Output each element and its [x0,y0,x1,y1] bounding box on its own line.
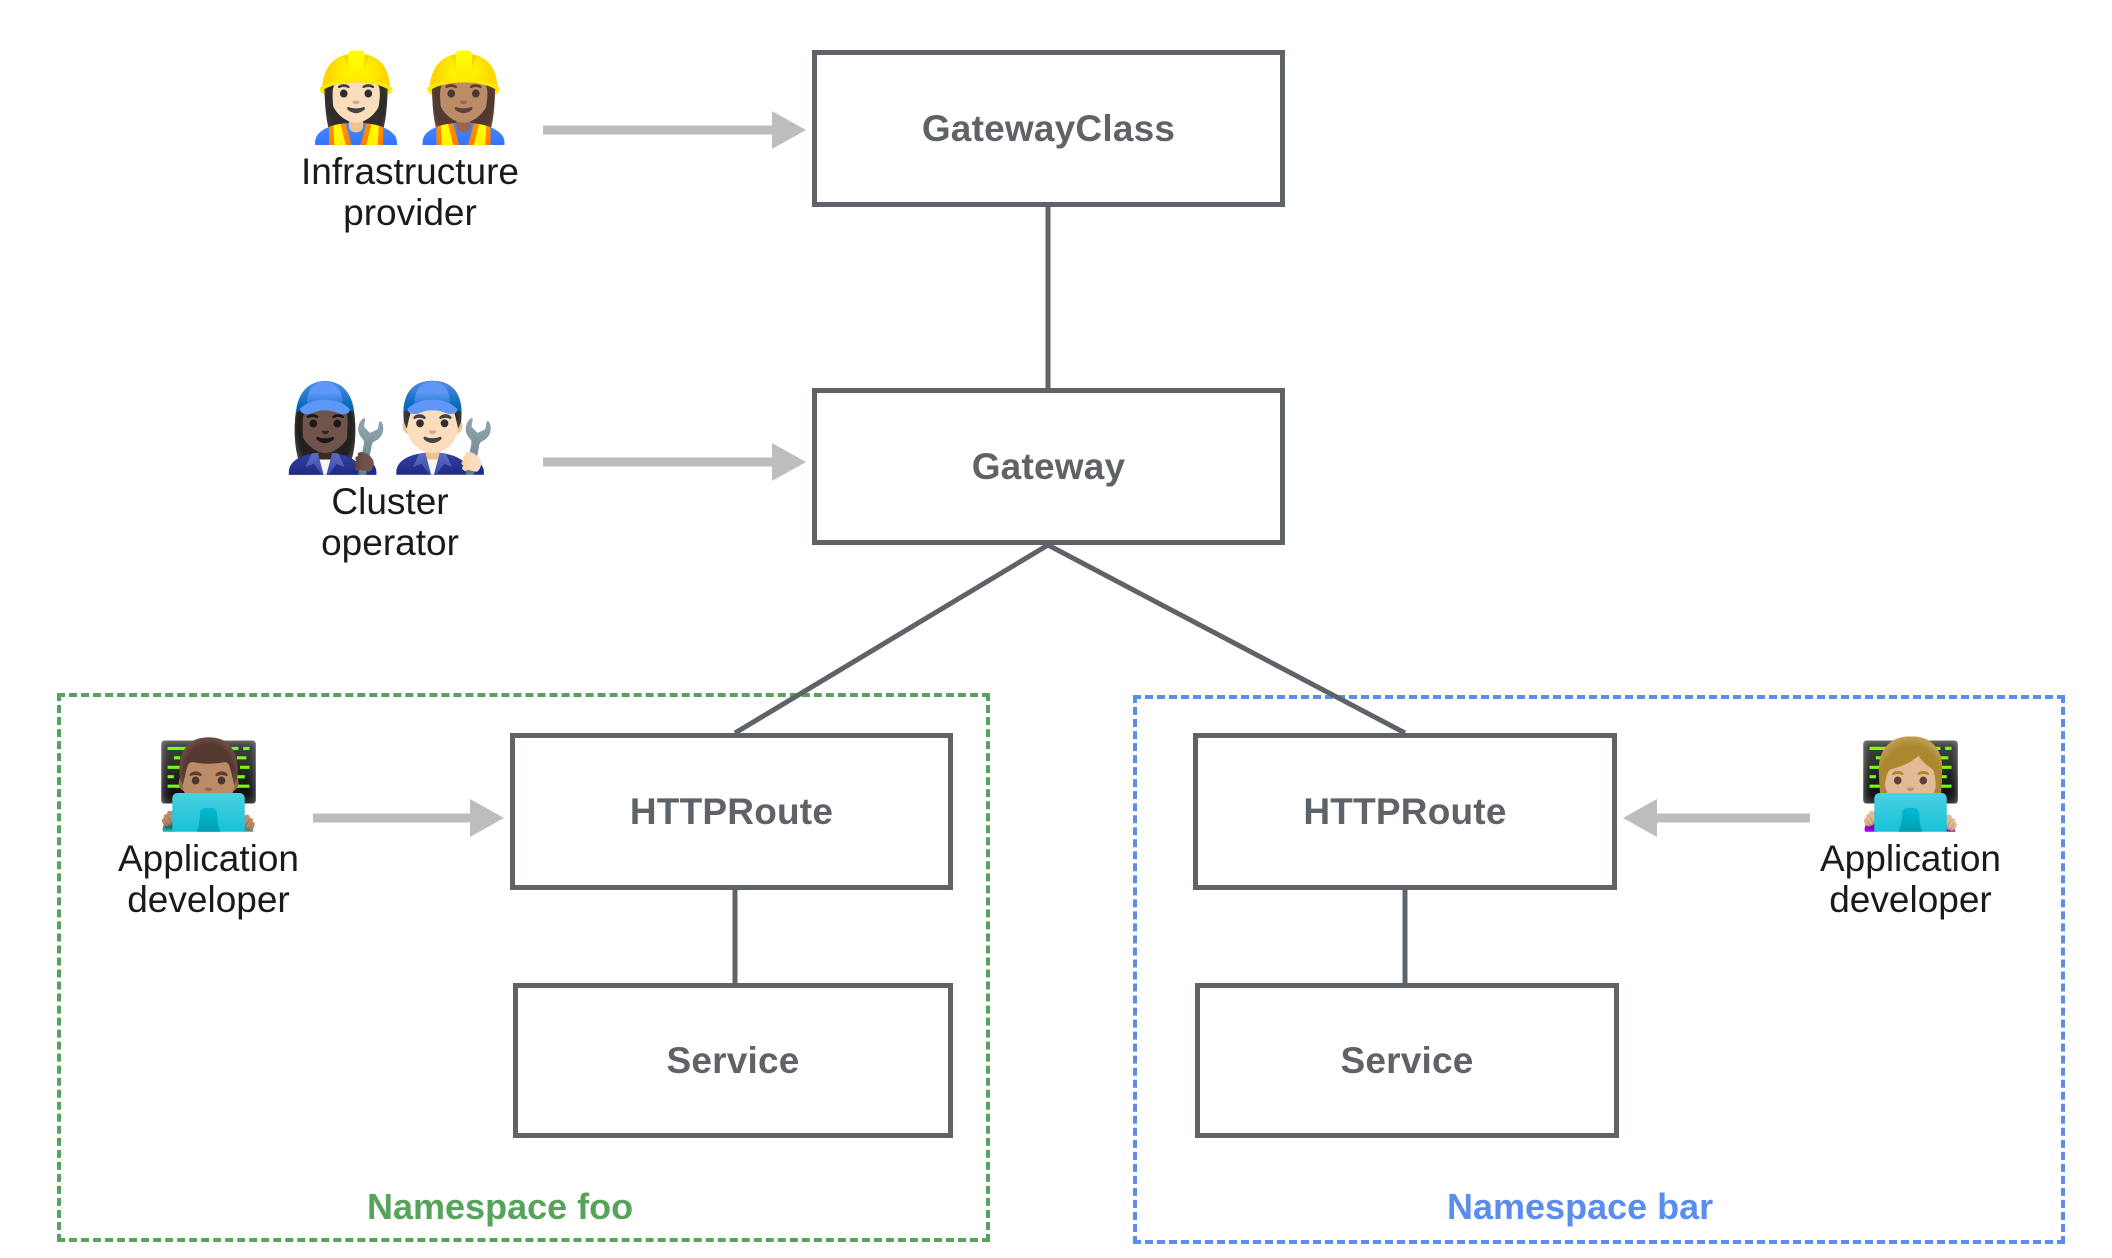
persona-application-developer-foo-caption: Application developer [117,838,299,921]
namespace-label-foo: Namespace foo [367,1186,634,1227]
node-service-foo-label: Service [666,1039,800,1081]
node-gatewayclass[interactable]: GatewayClass [812,50,1285,207]
node-httproute-bar[interactable]: HTTPRoute [1193,733,1617,890]
arrow-operator-to-gateway [543,443,806,481]
man-technologist-medium-skin-icon: 👨🏽‍💻 [154,737,263,833]
connector-gateway-to-httproute-bar [1046,542,1407,736]
connector-gateway-to-httproute-foo [733,542,1050,736]
namespace-box-foo [57,693,990,1242]
persona-application-developer-foo-emojis: 👨🏽‍💻 [155,742,262,828]
arrow-appdev-to-httproute-bar [1623,799,1810,837]
persona-infrastructure-provider: 👷🏻‍♀️👷🏽‍♀️ Infrastructure provider [285,55,535,234]
node-gateway-label: Gateway [971,445,1126,487]
persona-cluster-operator: 👩🏿‍🔧👨🏻‍🔧 Cluster operator [265,385,515,564]
arrow-infra-to-gatewayclass [543,111,806,149]
namespace-label-bar: Namespace bar [1447,1186,1714,1227]
arrow-appdev-to-httproute-foo [313,799,504,837]
persona-infrastructure-provider-emojis: 👷🏻‍♀️👷🏽‍♀️ [303,55,517,141]
node-httproute-foo-label: HTTPRoute [629,790,834,832]
woman-technologist-light-skin-icon: 👩🏼‍💻 [1856,737,1965,833]
node-service-bar[interactable]: Service [1195,983,1619,1138]
persona-infrastructure-provider-caption: Infrastructure provider [301,151,519,234]
node-gateway[interactable]: Gateway [812,388,1285,545]
node-gatewayclass-label: GatewayClass [921,107,1176,149]
persona-application-developer-bar: 👩🏼‍💻 Application developer [1808,742,2013,921]
node-service-bar-label: Service [1340,1039,1474,1081]
woman-construction-worker-medium-skin-icon: 👷🏽‍♀️ [410,50,518,146]
node-service-foo[interactable]: Service [513,983,953,1138]
persona-cluster-operator-caption: Cluster operator [321,481,459,564]
node-httproute-foo[interactable]: HTTPRoute [510,733,953,890]
persona-application-developer-bar-emojis: 👩🏼‍💻 [1857,742,1964,828]
persona-application-developer-foo: 👨🏽‍💻 Application developer [106,742,311,921]
persona-application-developer-bar-caption: Application developer [1819,838,2001,921]
woman-mechanic-dark-skin-icon: 👩🏿‍🔧 [282,380,390,476]
persona-cluster-operator-emojis: 👩🏿‍🔧👨🏻‍🔧 [283,385,497,471]
man-mechanic-light-skin-icon: 👨🏻‍🔧 [390,380,498,476]
woman-construction-worker-light-skin-icon: 👷🏻‍♀️ [302,50,410,146]
namespace-box-bar [1133,695,2065,1244]
node-httproute-bar-label: HTTPRoute [1303,790,1507,832]
